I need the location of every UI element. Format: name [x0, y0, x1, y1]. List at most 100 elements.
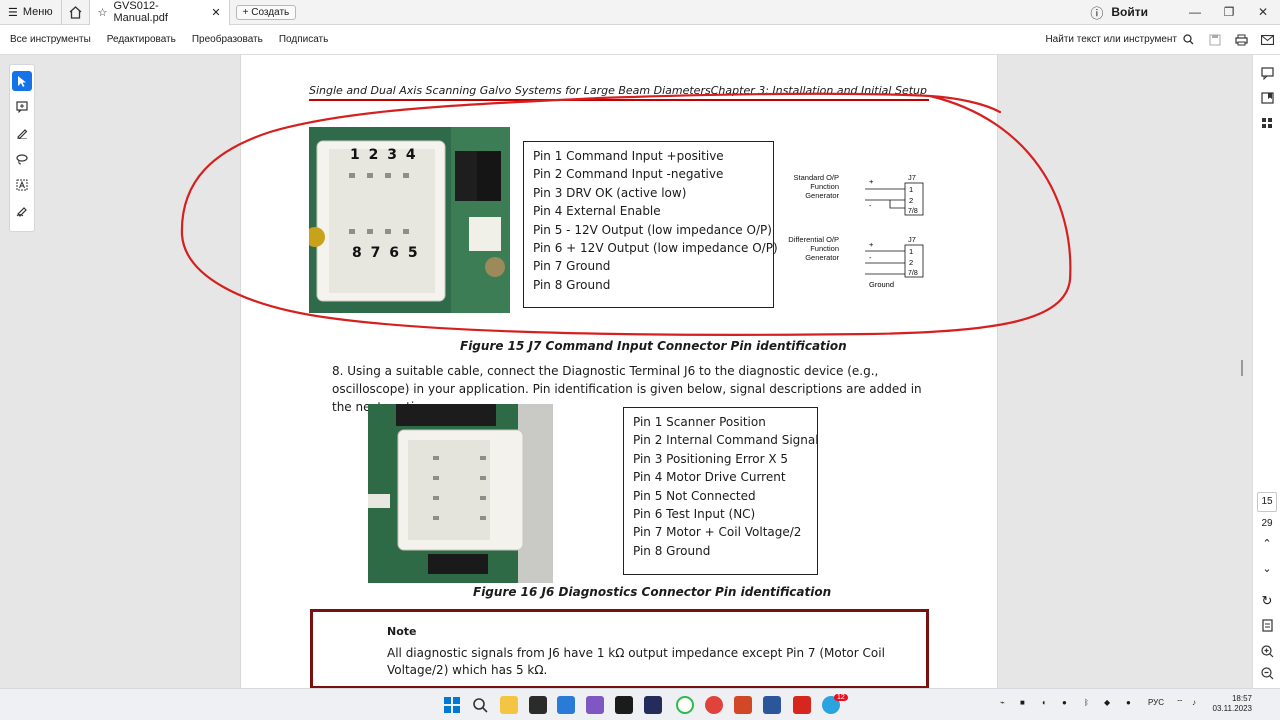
current-page-input[interactable]: 15 — [1257, 492, 1277, 512]
toolbar-convert[interactable]: Преобразовать — [191, 34, 263, 45]
vscode-icon[interactable] — [557, 696, 575, 714]
word-icon[interactable] — [763, 696, 781, 714]
app-icon-1[interactable] — [529, 696, 547, 714]
pdf-page: Single and Dual Axis Scanning Galvo Syst… — [240, 55, 998, 688]
j7-pin-4: Pin 4 External Enable — [533, 204, 661, 219]
maximize-button[interactable]: ❐ — [1223, 5, 1235, 19]
std-label-2: Function — [810, 182, 839, 191]
tray-icon-2[interactable]: ■ — [1020, 698, 1025, 707]
home-button[interactable] — [62, 0, 90, 25]
language-indicator[interactable]: РУС — [1148, 698, 1165, 707]
notification-badge: 12 — [834, 694, 848, 701]
powerpoint-icon[interactable] — [734, 696, 752, 714]
save-button[interactable] — [1202, 27, 1228, 53]
sign-tool[interactable] — [12, 201, 32, 221]
select-tool[interactable] — [12, 71, 32, 91]
zoom-in-button[interactable] — [1259, 643, 1275, 659]
j7-photo-pins-top: 1 2 3 4 — [350, 147, 418, 163]
note-text: All diagnostic signals from J6 have 1 kΩ… — [387, 646, 885, 677]
j6-pin-7: Pin 7 Motor + Coil Voltage/2 — [633, 525, 802, 540]
running-header-left: Single and Dual Axis Scanning Galvo Syst… — [309, 84, 711, 97]
new-tab-button[interactable]: + Создать — [235, 4, 297, 20]
zoom-in-icon — [1260, 644, 1273, 657]
system-clock[interactable]: 18:57 03.11.2023 — [1210, 694, 1252, 714]
rotate-button[interactable]: ↻ — [1259, 593, 1275, 609]
diff-minus: - — [869, 253, 872, 262]
zoom-out-icon — [1260, 666, 1273, 679]
visual-studio-icon[interactable] — [586, 696, 604, 714]
document-tab[interactable]: ☆ GVS012-Manual.pdf ✕ — [89, 0, 230, 25]
grid-icon — [1261, 117, 1272, 128]
find-label: Найти текст или инструмент — [1045, 34, 1177, 45]
title-bar: ☰ Меню ☆ GVS012-Manual.pdf ✕ + Создать ⓘ… — [0, 0, 1280, 25]
highlight-tool[interactable] — [12, 123, 32, 143]
tray-icon-1[interactable]: ⌁ — [1000, 698, 1005, 707]
toolbar-edit[interactable]: Редактировать — [106, 34, 176, 45]
close-window-button[interactable]: ✕ — [1257, 5, 1269, 19]
ide-icon[interactable] — [644, 696, 662, 714]
print-icon — [1234, 34, 1248, 45]
thumbnails-panel-button[interactable] — [1259, 115, 1275, 131]
toolbar-sign[interactable]: Подписать — [278, 34, 329, 45]
acrobat-icon[interactable] — [793, 696, 811, 714]
j7-wiring-schematic: Standard O/P Function Generator Differen… — [788, 173, 924, 289]
menu-button[interactable]: ☰ Меню — [0, 0, 62, 25]
app-icon-2[interactable] — [676, 696, 694, 714]
tray-icon-4[interactable]: ● — [1062, 698, 1067, 707]
comments-panel-button[interactable] — [1259, 65, 1275, 81]
help-icon[interactable]: ⓘ — [1090, 5, 1104, 21]
next-page-button[interactable]: ⌄ — [1259, 560, 1275, 576]
clock-date: 03.11.2023 — [1212, 704, 1252, 713]
print-button[interactable] — [1228, 27, 1254, 53]
j7-connector-photo: 1 2 3 4 8 7 6 5 — [309, 127, 510, 313]
j7-pin-8: Pin 8 Ground — [533, 277, 611, 292]
refresh-icon: ↻ — [1261, 593, 1273, 608]
chrome-icon[interactable] — [705, 696, 723, 714]
signin-button[interactable]: Войти — [1111, 5, 1148, 19]
tray-icon-5[interactable]: ◆ — [1104, 698, 1111, 707]
zoom-out-button[interactable] — [1259, 665, 1275, 681]
toolbar-all-tools[interactable]: Все инструменты — [10, 34, 91, 45]
page-fit-button[interactable] — [1259, 617, 1275, 633]
network-icon[interactable]: ⌔ — [1176, 698, 1184, 707]
file-explorer-icon[interactable] — [500, 696, 518, 714]
scrollbar-thumb[interactable] — [1241, 360, 1243, 376]
tray-icon-6[interactable]: ● — [1126, 698, 1131, 707]
tray-icon-3[interactable]: ◐ — [1042, 698, 1047, 707]
bookmarks-panel-button[interactable] — [1259, 90, 1275, 106]
running-header-right: Chapter 3: Installation and Initial Setu… — [710, 84, 927, 97]
j7-pin-list: Pin 1 Command Input +positive Pin 2 Comm… — [523, 141, 778, 308]
signature-icon — [16, 207, 27, 217]
search-icon — [1183, 34, 1194, 45]
close-tab-icon[interactable]: ✕ — [211, 6, 221, 19]
home-icon — [69, 5, 82, 19]
star-icon[interactable]: ☆ — [97, 6, 108, 19]
diff-ground: Ground — [869, 280, 894, 289]
header-rule — [309, 99, 929, 101]
diff-pin1: 1 — [909, 247, 913, 256]
bluetooth-icon[interactable]: ᛒ — [1084, 698, 1089, 707]
j6-pin-2: Pin 2 Internal Command Signal — [633, 433, 819, 448]
volume-icon[interactable]: ♪ — [1192, 698, 1196, 707]
email-button[interactable] — [1254, 27, 1280, 53]
prev-page-button[interactable]: ⌃ — [1259, 535, 1275, 551]
clock-time: 18:57 — [1231, 694, 1252, 703]
minimize-button[interactable]: — — [1189, 5, 1201, 19]
text-tool[interactable] — [12, 175, 32, 195]
chevron-up-icon: ⌃ — [1262, 537, 1272, 550]
figure-15-caption: Figure 15 J7 Command Input Connector Pin… — [460, 339, 847, 353]
figure-16-caption: Figure 16 J6 Diagnostics Connector Pin i… — [473, 585, 832, 599]
diff-pin78: 7/8 — [908, 270, 918, 277]
search-taskbar-icon[interactable] — [471, 696, 489, 714]
std-pin1: 1 — [909, 185, 913, 194]
pycharm-icon[interactable] — [615, 696, 633, 714]
windows-start-icon[interactable] — [443, 696, 461, 714]
comment-tool[interactable] — [12, 97, 32, 117]
find-tool[interactable]: Найти текст или инструмент — [1045, 34, 1194, 45]
j6-pin-list: Pin 1 Scanner Position Pin 2 Internal Co… — [623, 407, 819, 575]
std-label-1: Standard O/P — [794, 173, 839, 182]
text-box-icon — [16, 179, 28, 191]
draw-tool[interactable] — [12, 149, 32, 169]
comment-icon — [1260, 66, 1274, 80]
diff-label-2: Function — [810, 244, 839, 253]
